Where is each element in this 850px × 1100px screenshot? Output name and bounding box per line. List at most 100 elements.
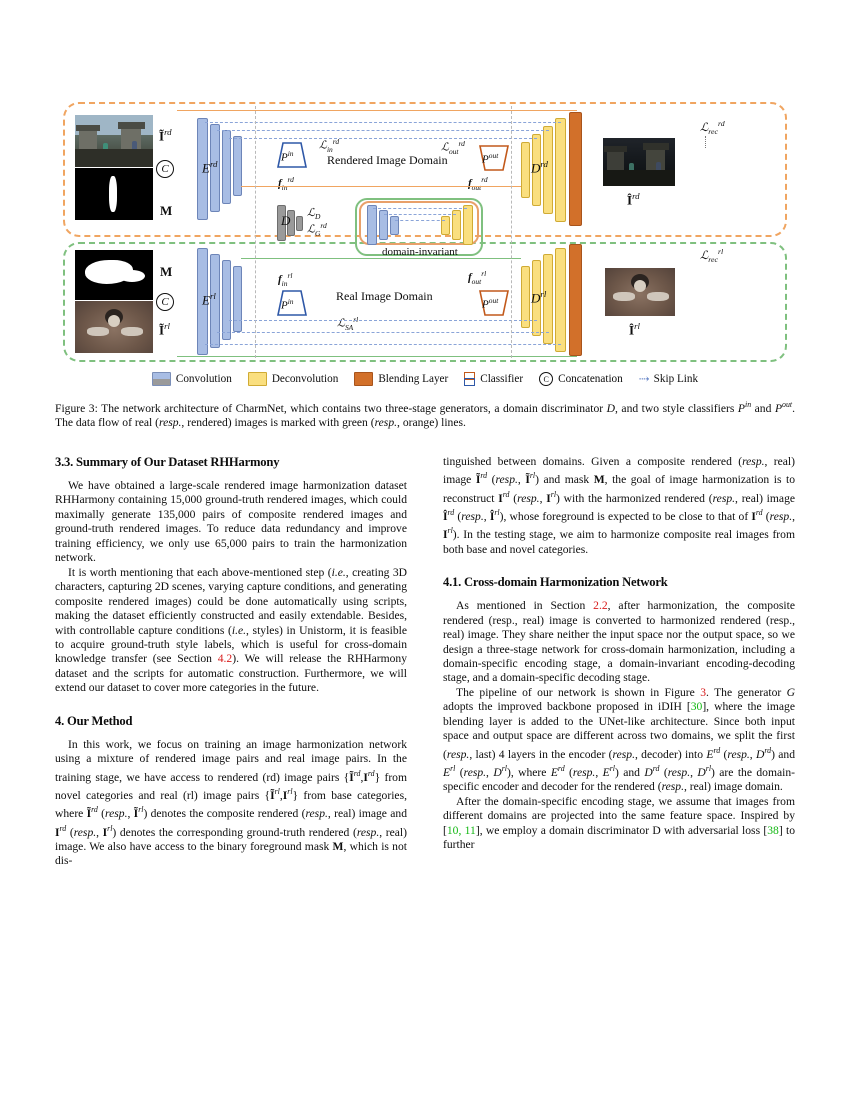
left-p2-section-ref[interactable]: 4.2 (217, 652, 233, 666)
decoder-rl-layer-3 (543, 254, 553, 344)
domain-invariant-outer-box (355, 198, 483, 256)
right-p4-c: ] to further (443, 823, 795, 852)
left-p2-d: ). We will release the RHHarmony dataset… (55, 652, 407, 695)
left-p2-ie2: i.e. (231, 623, 247, 637)
classifier-pin-rl-icon (277, 290, 307, 316)
classifier-icon (464, 372, 476, 386)
loss-G-rd-label: ℒGrd (307, 221, 327, 238)
left-paragraph-2: It is worth mentioning that each above-m… (55, 566, 407, 696)
domain-invariant-deconv-2 (452, 210, 461, 240)
blending-layer-swatch (354, 372, 374, 386)
mask-bottom-label: M (160, 264, 173, 279)
discriminator-layer-2 (287, 210, 295, 236)
stage-divider-left (255, 106, 256, 358)
encoder-rl-label: Erl (202, 291, 216, 308)
encoder-rl-layer-3 (222, 260, 231, 340)
left-paragraph-1: We have obtained a large-scale rendered … (55, 479, 407, 565)
input-real-thumbnail (75, 301, 153, 353)
right-p2-section-ref[interactable]: 2.2 (593, 599, 608, 613)
figure-legend: Convolution Deconvolution Blending Layer… (55, 369, 795, 389)
legend-label-blending-layer: Blending Layer (378, 373, 449, 385)
right-p4-citation-38[interactable]: 38 (767, 823, 779, 837)
discriminator-layer-3 (296, 216, 303, 231)
domain-invariant-conv-3 (390, 216, 399, 235)
input-rendered-thumbnail (75, 115, 153, 167)
left-p2-a: It is worth mentioning that each above-m… (68, 565, 332, 579)
decoder-rd-layer-2 (532, 134, 541, 206)
classifier-pout-rd-icon (479, 145, 509, 171)
flow-line-rl-mid (241, 258, 521, 260)
legend-item-deconvolution: Deconvolution (247, 372, 338, 386)
loss-out-rd-label: ℒoutrd (441, 139, 465, 156)
encoder-rl-layer-2 (210, 254, 220, 348)
encoder-rd-layer-3 (222, 130, 231, 204)
loss-rec-rl-label: ℒrecrl (700, 247, 724, 265)
real-domain-title: Real Image Domain (336, 289, 433, 303)
legend-item-skip-link: ⇢ Skip Link (639, 371, 698, 387)
skip-link-rl-2 (217, 332, 549, 333)
left-p2-ie1: i.e. (331, 565, 346, 579)
output-rd-label: Îrd (627, 191, 640, 208)
decoder-rd-layer-3 (543, 126, 553, 214)
decoder-rd-layer-1 (521, 142, 530, 198)
domain-invariant-inner-box (359, 201, 479, 245)
domain-invariant-deconv-3 (463, 205, 473, 245)
decoder-rl-layer-4 (555, 248, 566, 352)
heading-4: 4. Our Method (55, 713, 133, 728)
classifier-pout-rd-label: Pout (482, 151, 499, 166)
decoder-rl-layer-1 (521, 266, 530, 328)
rendered-domain-title: Rendered Image Domain (327, 153, 448, 167)
heading-4-1: 4.1. Cross-domain Harmonization Network (443, 575, 668, 590)
feat-in-rd-label: finrd (278, 175, 294, 192)
concat-top-icon: C (156, 160, 174, 178)
skip-link-rd-2 (217, 130, 549, 131)
domain-invariant-label: domain-invariant (382, 246, 458, 258)
blending-layer-rl (569, 244, 582, 356)
blending-layer-rd (569, 112, 582, 226)
skip-link-rd-3 (229, 138, 537, 139)
mask-rendered-thumbnail (75, 168, 153, 220)
decoder-rd-label: Drd (531, 159, 548, 176)
figure-caption-label: Figure 3: (55, 401, 98, 415)
di-skip-3 (395, 220, 445, 221)
decoder-rl-label: Drl (531, 289, 547, 306)
mask-top-label: M (160, 203, 173, 218)
left-column: 3.3. Summary of Our Dataset RHHarmony We… (55, 455, 407, 869)
encoder-rd-label: Erd (202, 159, 218, 176)
legend-label-classifier: Classifier (480, 373, 524, 385)
skip-link-rd-1 (205, 122, 561, 123)
right-paragraph-3: The pipeline of our network is shown in … (443, 685, 796, 794)
left-p2-b: , creating 3D characters, capturing 2D s… (55, 565, 407, 637)
encoder-rd-layer-2 (210, 124, 220, 212)
heading-3-3: 3.3. Summary of Our Dataset RHHarmony (55, 455, 280, 469)
right-p3-figure-ref[interactable]: 3 (700, 685, 706, 699)
flow-line-rd-in (241, 186, 511, 188)
skip-link-icon: ⇢ (638, 371, 650, 386)
rendered-domain-box (63, 102, 787, 237)
right-paragraph-2: As mentioned in Section 2.2, after harmo… (443, 599, 795, 686)
encoder-rd-layer-4 (233, 136, 242, 196)
right-p4-citation-10-11[interactable]: 10, 11 (446, 823, 476, 837)
left-p2-c: , styles) in Unistorm, it is feasible to… (55, 623, 407, 666)
classifier-pin-rl-label: Pin (281, 297, 294, 312)
figure-3: Ĩrd M C Erd Pin ℒinrd finrd Rendered Ima… (55, 100, 795, 389)
right-paragraph-1: tinguished between domains. Given a comp… (443, 455, 796, 556)
feat-in-rl-label: finrl (278, 271, 293, 288)
classifier-pout-rl-icon (479, 290, 509, 316)
right-p3-citation-30[interactable]: 30 (690, 700, 703, 714)
encoder-rl-layer-1 (197, 248, 208, 355)
skip-link-rl-3 (205, 344, 561, 345)
decoder-rd-layer-4 (555, 118, 566, 222)
output-rl-label: Îrl (629, 321, 640, 338)
discriminator-layer-1 (277, 205, 286, 241)
feat-out-rd-label: foutrd (468, 175, 488, 192)
encoder-rd-layer-1 (197, 118, 208, 220)
right-p4-b: ], we employ a domain discriminator D wi… (475, 823, 768, 837)
input-rl-label: Ĩrl (159, 321, 170, 338)
encoder-rl-layer-4 (233, 266, 242, 332)
figure-caption: Figure 3: The network architecture of Ch… (55, 400, 796, 430)
skip-link-rl-1 (229, 320, 537, 321)
concat-bottom-icon: C (156, 293, 174, 311)
loss-rec-rd-connector (705, 136, 706, 148)
